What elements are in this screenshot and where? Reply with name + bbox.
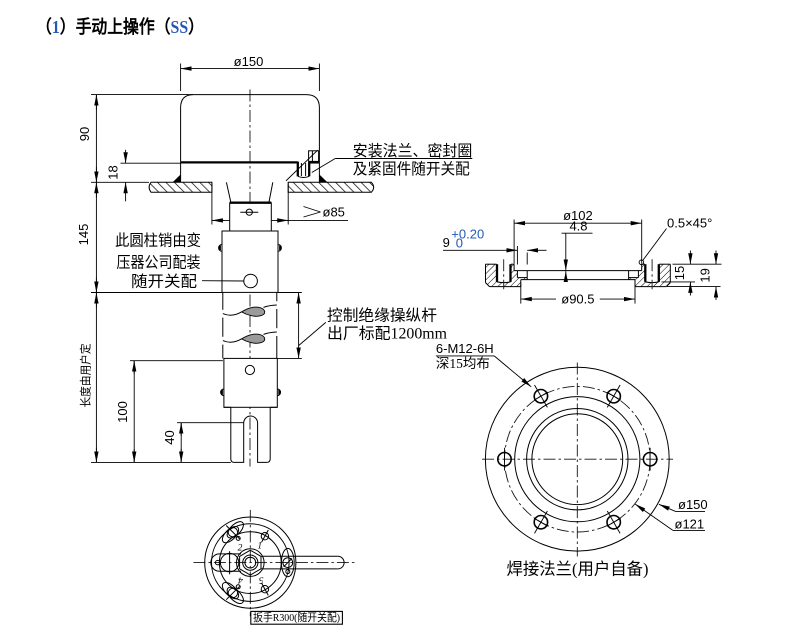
wrench-screw-southeast <box>260 582 270 596</box>
section-bolt-hole-left <box>495 259 512 290</box>
fork-end <box>223 406 278 463</box>
dim-4-8: 4.8 <box>561 219 593 283</box>
note-bolt-spec: 6-M12-6H 深15均布 <box>435 341 532 388</box>
dim-rod-length <box>277 292 327 359</box>
dim-9-groove: 9 +0.20 0 <box>443 226 547 265</box>
note-rod: 控制绝缘操纵杆 出厂标配1200mm <box>327 307 447 343</box>
title-number: 1 <box>52 17 60 37</box>
title-paren-close: ） <box>188 17 204 37</box>
bolt-hole-ticks <box>504 384 651 534</box>
wrench-view: 2 1 4 5 扳手R300(随开关配) <box>193 509 355 625</box>
dim-15: 15 <box>661 250 722 296</box>
svg-text:随开关配: 随开关配 <box>131 273 197 291</box>
wrench-label: 扳手R300(随开关配) <box>253 610 340 624</box>
dim-19: 19 <box>667 250 721 300</box>
svg-text:及紧固件随开关配: 及紧固件随开关配 <box>353 160 470 178</box>
section-hatch <box>485 264 671 287</box>
dim-145: 145 <box>76 224 91 246</box>
pin-hole <box>243 273 258 289</box>
dial-pos-1: 1 <box>257 542 262 552</box>
svg-text:19: 19 <box>697 268 712 282</box>
insulated-rod <box>222 292 278 359</box>
svg-text:+0.20: +0.20 <box>451 226 484 241</box>
dim-90-5: ø90.5 <box>520 283 636 306</box>
pin-hole-lower <box>244 364 255 376</box>
svg-text:0.5×45°: 0.5×45° <box>667 215 712 230</box>
title-paren-open: （ <box>36 17 52 37</box>
flange-face-view: 6-M12-6H 深15均布 ø150 ø121 焊接法兰(用户自备) <box>435 341 708 579</box>
flange-outer-circle <box>484 366 670 552</box>
wrench-cam-northwest <box>221 521 244 544</box>
svg-text:15: 15 <box>672 266 687 280</box>
svg-text:深15均布: 深15均布 <box>436 356 490 371</box>
svg-text:ø150: ø150 <box>678 497 708 512</box>
title-code: SS <box>171 17 189 37</box>
dial-pos-4: 4 <box>238 574 244 584</box>
dim-18: 18 <box>106 149 181 202</box>
adapter-block <box>229 201 272 232</box>
dim-85-hole: ø85 <box>211 183 348 225</box>
section-outline <box>485 263 671 288</box>
svg-text:ø90.5: ø90.5 <box>561 291 594 306</box>
svg-text:100: 100 <box>115 401 130 423</box>
mounting-bolt <box>296 150 320 178</box>
note-pin: 此圆柱销由变 压器公司配装 随开关配 <box>115 232 244 291</box>
svg-text:18: 18 <box>106 165 121 179</box>
wrench-hub <box>236 548 265 577</box>
lower-coupling <box>220 357 282 408</box>
svg-text:4.8: 4.8 <box>569 219 587 234</box>
switch-head-outline <box>180 94 320 163</box>
main-view: 90 145 长度由用户定 18 ø150 ø85 <box>76 54 473 467</box>
break-symbol-2 <box>222 331 277 344</box>
title-text: ）手动上操作（ <box>60 16 171 37</box>
dim-85: ø85 <box>323 205 345 220</box>
dim-102: ø102 <box>513 208 643 264</box>
label-dia150: ø150 <box>658 497 708 513</box>
svg-text:40: 40 <box>162 430 177 444</box>
dim-user-length: 长度由用户定 <box>79 343 93 407</box>
dim-100: 100 <box>115 360 223 463</box>
upper-coupling <box>218 230 282 293</box>
weld-fillet-right <box>319 174 328 183</box>
page-title: （1）手动上操作（SS） <box>36 16 204 37</box>
svg-text:9: 9 <box>443 235 450 250</box>
dim-40: 40 <box>162 422 244 463</box>
dial-pos-2: 2 <box>238 544 243 554</box>
flange-section-view: ø102 4.8 9 +0.20 0 0.5×45° <box>443 208 722 306</box>
cover-plate <box>148 181 375 193</box>
dim-150-cap: ø150 <box>180 54 320 91</box>
note-mounting-flange: 安装法兰、密封圈 及紧固件随开关配 <box>311 142 473 178</box>
wrench-label-box: 扳手R300(随开关配) <box>250 610 343 625</box>
svg-text:控制绝缘操纵杆: 控制绝缘操纵杆 <box>327 307 437 325</box>
svg-text:此圆柱销由变: 此圆柱销由变 <box>115 232 201 250</box>
wrench-cam-southwest <box>221 581 244 605</box>
wrench-cam-east <box>280 547 295 578</box>
weld-fillet-left <box>172 174 181 183</box>
svg-text:ø150: ø150 <box>234 54 264 69</box>
dial-position-numbers: 2 1 4 5 <box>238 542 264 585</box>
svg-text:出厂标配1200mm: 出厂标配1200mm <box>327 325 447 343</box>
section-bolt-hole-right <box>644 259 660 290</box>
dim-90: 90 <box>77 127 92 141</box>
svg-text:ø121: ø121 <box>675 516 705 531</box>
wrench-handle <box>261 555 345 570</box>
svg-text:压器公司配装: 压器公司配装 <box>117 254 201 272</box>
svg-text:6-M12-6H: 6-M12-6H <box>436 341 494 356</box>
svg-text:0: 0 <box>456 235 463 250</box>
svg-text:安装法兰、密封圈: 安装法兰、密封圈 <box>353 142 473 160</box>
wrench-dial-outer <box>204 516 297 609</box>
dim-chain-left: 90 145 长度由用户定 <box>76 94 231 463</box>
dial-pos-5: 5 <box>258 574 264 584</box>
wrench-yoke <box>210 551 241 575</box>
break-symbol-1 <box>222 304 277 317</box>
wrench-screw-northeast <box>260 529 270 543</box>
label-dia121: ø121 <box>634 503 705 531</box>
dim-chamfer: 0.5×45° <box>638 215 712 266</box>
face-view-caption: 焊接法兰(用户自备) <box>507 560 649 579</box>
svg-text:ø102: ø102 <box>563 208 593 223</box>
